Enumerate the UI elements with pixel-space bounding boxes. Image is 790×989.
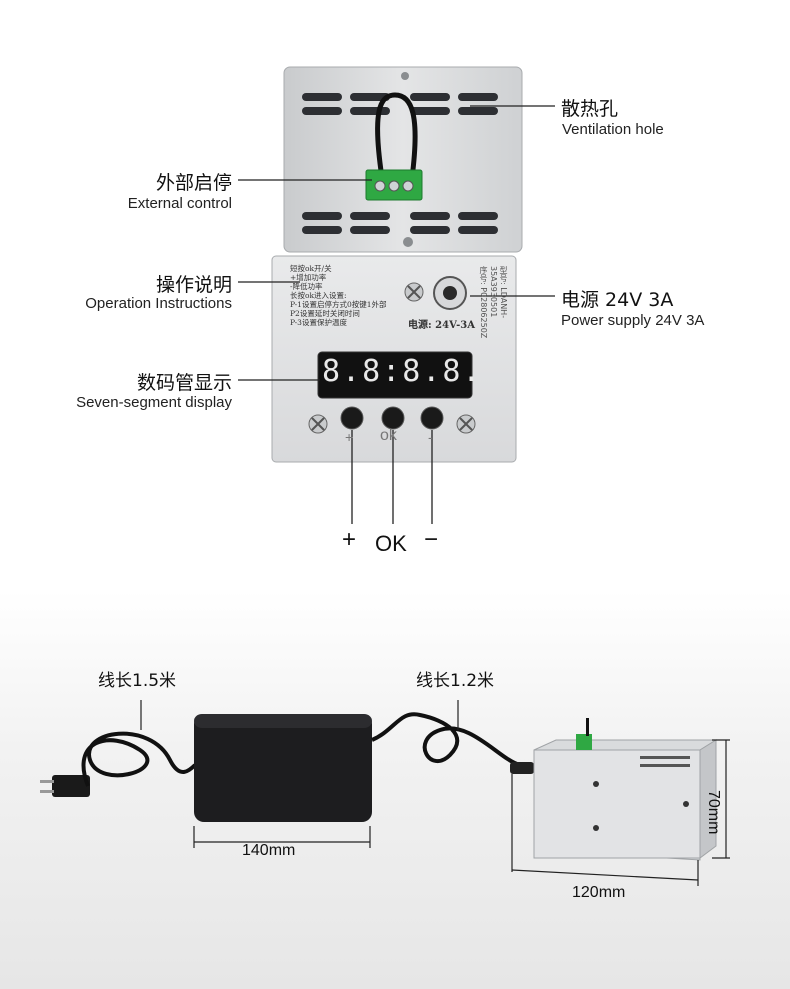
box-length-dimension: 120mm: [572, 884, 626, 901]
ok-button-label: OK: [375, 531, 407, 556]
model-line: 序号: P02806250Z: [479, 266, 488, 339]
panel-mark-ok: ok: [380, 427, 397, 444]
adapter-dimension: 140mm: [242, 842, 296, 859]
instruction-block: 短按ok开/关 +增加功率 -降低功率 长按ok进入设置: P-1设置启停方式0…: [290, 264, 390, 327]
seven-segment-display: [317, 351, 473, 399]
minus-button-label: −: [424, 526, 439, 553]
display-label-zh: 数码管显示: [136, 372, 232, 394]
display-label-en: Seven-segment display: [76, 394, 232, 411]
external-label-zh: 外部启停: [155, 172, 232, 194]
cable-length-2: 线长1.2米: [416, 671, 495, 691]
instruction-line: -降低功率: [290, 282, 323, 291]
plus-button-label: +: [342, 526, 357, 553]
panel-mark-plus: +: [345, 429, 354, 445]
vent-slots-bottom: [302, 212, 498, 234]
model-label: 型号: LDANH-35A3930501 序号: P02806250Z: [478, 266, 508, 356]
display-digits: 8.8:8.8.: [322, 354, 483, 389]
power-adapter: [194, 714, 372, 822]
instruction-line: +增加功率: [290, 273, 327, 282]
accessories-illustration: [40, 700, 730, 886]
panel-mark-minus: -: [428, 429, 433, 445]
instructions-label-zh: 操作说明: [155, 274, 232, 296]
power-rating-label: 电源: 24V-3A: [408, 320, 475, 331]
ac-plug-icon: [40, 775, 90, 797]
power-label-zh: 电源 24V 3A: [561, 289, 674, 311]
instructions-label-en: Operation Instructions: [85, 295, 232, 312]
power-label-en: Power supply 24V 3A: [561, 312, 705, 329]
device-front-illustration: [238, 66, 555, 524]
instruction-line: P-1设置启停方式0按键1外部: [290, 300, 387, 309]
instruction-line: P-3设置保护温度: [290, 318, 347, 327]
instruction-line: P2设置延时关闭时间: [290, 309, 360, 318]
box-height-dimension: 70mm: [705, 790, 722, 835]
instruction-line: 长按ok进入设置:: [290, 291, 347, 300]
instruction-line: 短按ok开/关: [290, 264, 332, 273]
cable-length-1: 线长1.5米: [98, 671, 177, 691]
external-label-en: External control: [127, 195, 232, 212]
panel-buttons: [340, 406, 444, 430]
ventilation-label-zh: 散热孔: [561, 98, 619, 120]
ventilation-label-en: Ventilation hole: [562, 121, 664, 138]
model-line: 型号: LDANH-35A3930501: [489, 266, 508, 319]
